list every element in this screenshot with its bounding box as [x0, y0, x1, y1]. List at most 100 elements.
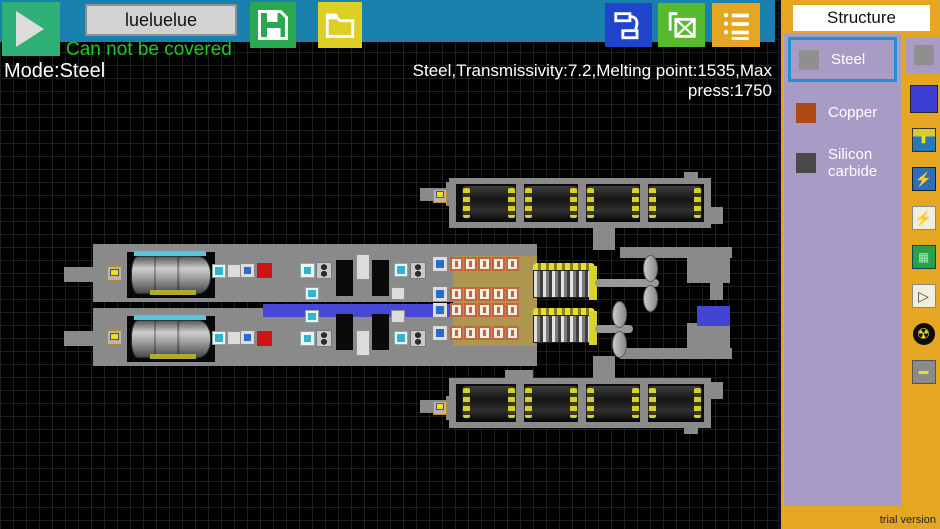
tile-white[interactable]	[391, 287, 405, 300]
category-nuclear-icon[interactable]: ☢	[912, 323, 935, 345]
tile-orange[interactable]	[464, 326, 477, 340]
tank[interactable]	[131, 320, 211, 358]
engine[interactable]	[533, 270, 595, 298]
propeller-blade[interactable]	[643, 285, 658, 312]
hull-block[interactable]	[640, 384, 648, 422]
tile-orange[interactable]	[506, 303, 519, 317]
tile-gear[interactable]	[316, 262, 332, 279]
tile-teal[interactable]	[305, 287, 319, 300]
category-structure-icon[interactable]	[905, 37, 940, 73]
hull-block[interactable]	[446, 396, 458, 420]
tile-orange[interactable]	[450, 326, 463, 340]
tile-orange[interactable]	[478, 257, 491, 271]
tile-orange[interactable]	[464, 303, 477, 317]
hull-block[interactable]	[578, 384, 586, 422]
engine-cap[interactable]	[589, 266, 597, 300]
hull-block[interactable]	[578, 184, 586, 222]
hull-block[interactable]	[593, 222, 615, 250]
play-button[interactable]	[2, 2, 60, 56]
hull-block[interactable]	[687, 323, 730, 359]
tank[interactable]	[131, 256, 211, 294]
tile-blue[interactable]	[433, 326, 447, 340]
tile-teal[interactable]	[300, 331, 315, 346]
open-folder-button[interactable]	[318, 2, 362, 48]
link-tool-button[interactable]	[605, 3, 652, 47]
battery-cylinder[interactable]	[524, 386, 578, 420]
engine[interactable]	[533, 315, 595, 343]
hull-block[interactable]	[620, 247, 732, 258]
category-electric-icon[interactable]: ⚡	[911, 206, 936, 230]
material-item-silicon-carbide[interactable]: Silicon carbide	[788, 137, 897, 189]
battery-cylinder[interactable]	[462, 186, 516, 220]
tile-orange[interactable]	[492, 287, 505, 301]
battery-cylinder[interactable]	[648, 186, 702, 220]
hull-block[interactable]	[687, 247, 730, 283]
hatch[interactable]	[336, 314, 353, 350]
tile-orange[interactable]	[492, 257, 505, 271]
menu-button[interactable]	[712, 3, 760, 47]
tile-yellow[interactable]	[433, 189, 447, 203]
tile-white[interactable]	[356, 254, 370, 280]
tile-blue[interactable]	[433, 303, 447, 317]
tile-teal[interactable]	[300, 263, 315, 278]
tile-orange[interactable]	[464, 287, 477, 301]
hull-block[interactable]	[710, 283, 723, 300]
engine-cap[interactable]	[589, 311, 597, 345]
red-block[interactable]	[257, 263, 272, 278]
battery-cylinder[interactable]	[524, 186, 578, 220]
tile-orange[interactable]	[450, 303, 463, 317]
tile-blue[interactable]	[241, 331, 254, 344]
category-fluid-icon[interactable]	[909, 85, 938, 113]
engine-coil-cap[interactable]	[533, 308, 595, 316]
tile-teal[interactable]	[394, 263, 408, 277]
battery-cylinder[interactable]	[648, 386, 702, 420]
hull-block[interactable]	[684, 172, 698, 184]
tile-white[interactable]	[356, 330, 370, 356]
category-logic-icon[interactable]: ▷	[911, 284, 936, 308]
tile-blue[interactable]	[433, 287, 447, 301]
hatch[interactable]	[372, 260, 389, 296]
tile-gear[interactable]	[410, 262, 426, 279]
hull-block[interactable]	[684, 422, 698, 434]
tile-teal[interactable]	[212, 331, 226, 345]
propeller-blade[interactable]	[612, 301, 627, 328]
hull-block[interactable]	[593, 356, 615, 384]
hull-block[interactable]	[640, 184, 648, 222]
tile-orange[interactable]	[492, 326, 505, 340]
propeller-blade[interactable]	[612, 331, 627, 358]
pipe[interactable]	[263, 304, 461, 317]
tile-white[interactable]	[227, 331, 241, 345]
category-circuit-icon[interactable]: ▦	[911, 245, 936, 269]
tile-teal[interactable]	[305, 310, 319, 323]
hull-block[interactable]	[516, 184, 524, 222]
hull-block[interactable]	[505, 370, 533, 380]
tank-base[interactable]	[150, 354, 196, 359]
tile-teal[interactable]	[394, 331, 408, 345]
tile-orange[interactable]	[450, 287, 463, 301]
tile-white[interactable]	[391, 310, 405, 323]
tile-gear[interactable]	[410, 330, 426, 347]
tile-orange[interactable]	[506, 257, 519, 271]
ship-name-input[interactable]	[85, 4, 237, 36]
battery-cylinder[interactable]	[586, 386, 640, 420]
hull-block[interactable]	[446, 182, 458, 206]
hatch[interactable]	[336, 260, 353, 296]
tile-gear[interactable]	[316, 330, 332, 347]
tile-orange[interactable]	[450, 257, 463, 271]
tile-orange[interactable]	[478, 303, 491, 317]
tile-orange[interactable]	[506, 287, 519, 301]
tank-rail[interactable]	[134, 251, 206, 256]
ship-canvas[interactable]: Can not be covered Mode:Steel Steel,Tran…	[0, 0, 778, 529]
tile-orange[interactable]	[506, 326, 519, 340]
category-container-icon[interactable]: ▬	[911, 360, 936, 384]
hull-block[interactable]	[64, 267, 94, 282]
category-device-icon[interactable]: ▮	[911, 128, 936, 152]
material-item-copper[interactable]: Copper	[788, 90, 897, 135]
tile-yellow[interactable]	[433, 401, 447, 415]
hatch[interactable]	[372, 314, 389, 350]
material-item-steel[interactable]: Steel	[788, 37, 897, 82]
hull-block[interactable]	[516, 384, 524, 422]
tile-orange[interactable]	[478, 287, 491, 301]
propeller-blade[interactable]	[643, 255, 658, 282]
category-engine-icon[interactable]: ⚡	[911, 167, 936, 191]
